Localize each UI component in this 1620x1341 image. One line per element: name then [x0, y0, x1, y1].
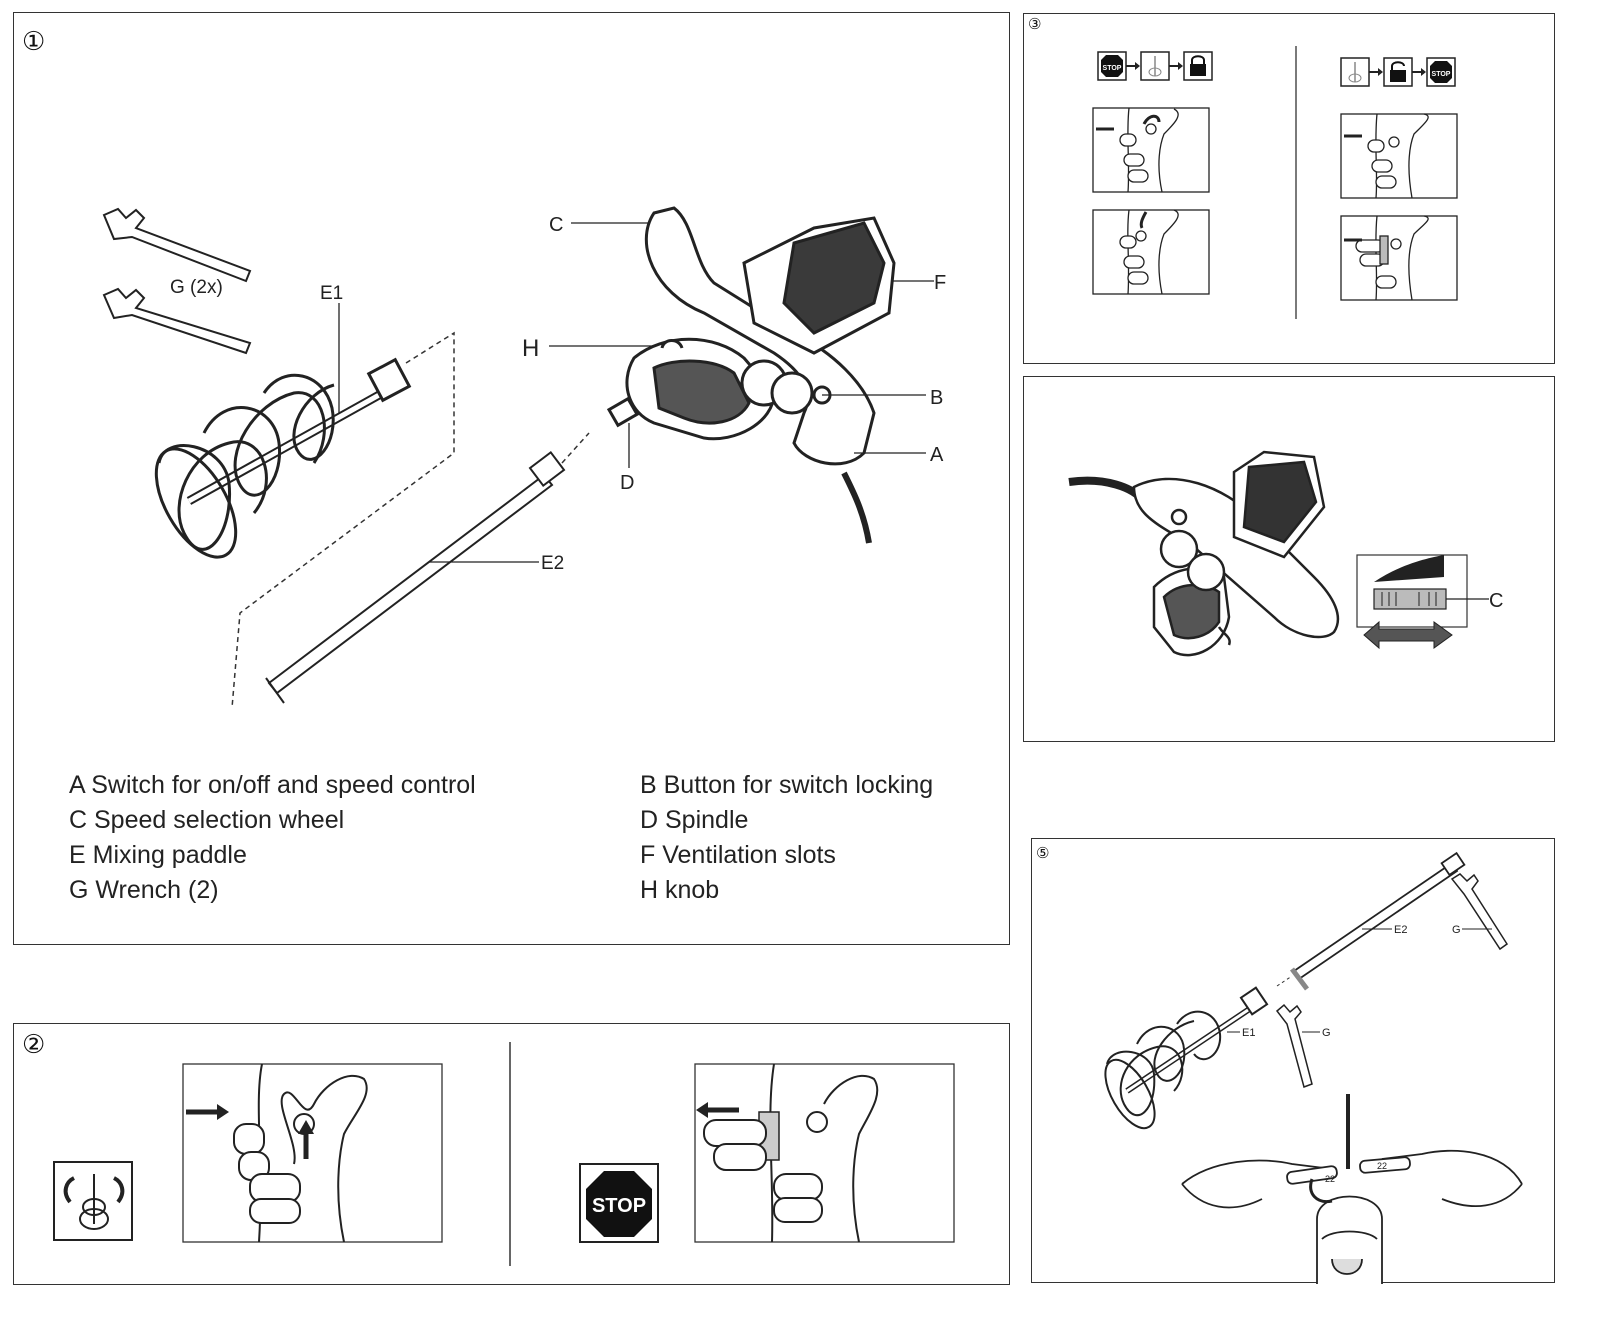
callout-e2: E2 [541, 553, 564, 574]
panel-parts-overview: ① [13, 12, 1010, 945]
panel-switch-operation: ② STOP [13, 1023, 1010, 1285]
legend-left: A Switch for on/off and speed control C … [69, 768, 476, 908]
stop-sign-icon: STOP [579, 1163, 659, 1243]
switch-operation-drawing: STOP [53, 1042, 955, 1266]
callout-c: C [1489, 590, 1503, 612]
legend-item: G Wrench (2) [69, 876, 219, 904]
stop-label: STOP [592, 1195, 646, 1217]
wrench-size-label: 22 [1377, 1161, 1387, 1171]
paddle-rotation-icon [53, 1161, 133, 1241]
callout-lines [338, 222, 934, 563]
callout-e1: E1 [1242, 1027, 1255, 1039]
callout-g: G [1452, 924, 1461, 936]
hand-lock-illustration [182, 1063, 443, 1243]
stop-sign-icon: STOP [1426, 57, 1456, 87]
hands-tightening-illustration: 22 22 [1181, 1094, 1523, 1284]
legend-item: H knob [640, 876, 720, 904]
callout-e2: E2 [1394, 924, 1407, 936]
callout-lines [1227, 928, 1492, 1033]
callout-b: B [930, 387, 943, 409]
legend-item: C Speed selection wheel [69, 806, 345, 834]
lock-sequence-drawing: STOP STOP [1092, 46, 1458, 319]
callout-h: H [522, 335, 539, 362]
mixer-body-icon [1068, 450, 1340, 657]
legend-item: D Spindle [640, 806, 749, 834]
hand-unlock-illustration [694, 1063, 955, 1243]
lock-icon [1183, 51, 1213, 81]
legend-item: E Mixing paddle [69, 841, 247, 869]
callout-g: G (2x) [170, 277, 223, 298]
arrow-right-icon [1169, 62, 1183, 70]
legend-item: A Switch for on/off and speed control [69, 771, 476, 799]
arrow-right-icon [1412, 68, 1426, 76]
legend-item: F Ventilation slots [640, 841, 836, 869]
callout-d: D [620, 472, 634, 494]
mixer-body-icon [606, 206, 896, 544]
callout-c: C [549, 214, 563, 236]
panel-number: ① [22, 27, 46, 57]
panel-lock-sequence: ③ STOP STOP [1023, 13, 1555, 364]
paddle-rotation-icon [1140, 51, 1170, 81]
stop-label: STOP [1432, 71, 1451, 78]
callout-a: A [930, 444, 944, 466]
arrow-right-icon [1126, 62, 1140, 70]
extension-rod-e2-icon [1290, 851, 1466, 991]
mixing-paddle-e1-icon [1104, 986, 1269, 1130]
wrench-icon [102, 207, 252, 355]
panel-speed-selection: C [1023, 376, 1555, 742]
unlock-icon [1383, 57, 1413, 87]
wrench-icon [1275, 873, 1509, 1088]
mixer-parts-drawing: C F H B A D E1 E2 G (2x) [102, 206, 946, 709]
legend-right: B Button for switch locking D Spindle F … [640, 768, 933, 908]
legend-item: B Button for switch locking [640, 771, 934, 799]
callout-e1: E1 [320, 283, 343, 304]
arrow-right-icon [1369, 68, 1383, 76]
paddle-rotation-icon [1340, 57, 1370, 87]
callout-f: F [934, 272, 946, 294]
hand-step-illustration [1092, 107, 1458, 301]
panel-number: ⑤ [1036, 844, 1050, 862]
speed-wheel-detail [1356, 554, 1489, 650]
wrench-size-label: 22 [1325, 1174, 1335, 1184]
panel-paddle-assembly: ⑤ E2 G E1 G [1031, 838, 1555, 1284]
mixing-paddle-e1-icon [154, 357, 412, 559]
panel-number: ② [22, 1030, 46, 1060]
stop-sign-icon: STOP [1097, 51, 1127, 81]
paddle-assembly-drawing: E2 G E1 G 22 22 [1104, 851, 1523, 1284]
stop-label: STOP [1103, 65, 1122, 72]
callout-g: G [1322, 1027, 1331, 1039]
extension-rod-e2-icon [265, 450, 566, 704]
dashed-guide [231, 331, 590, 709]
speed-selection-drawing: C [1068, 450, 1503, 657]
panel-number: ③ [1028, 15, 1042, 33]
